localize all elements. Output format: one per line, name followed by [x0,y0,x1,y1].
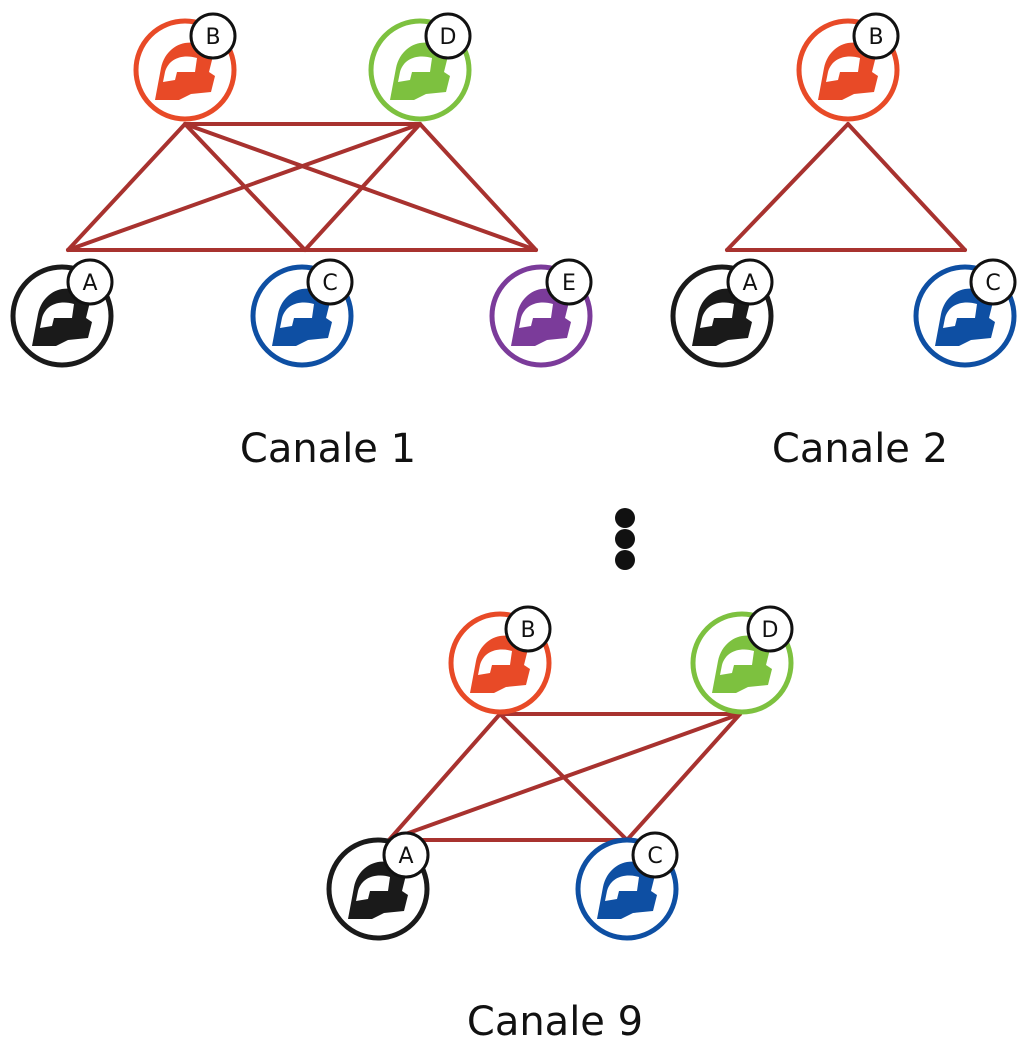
node-badge [852,12,900,60]
helmet-visor-icon [720,649,754,675]
ellipsis-dot [615,529,635,549]
node-badge [969,258,1017,306]
node-B: B [133,12,237,122]
link-B-C [846,122,967,252]
node-C: C [250,258,354,368]
node-badge [746,605,794,653]
node-letter: E [562,271,576,296]
node-badge [631,831,679,879]
node-A: A [670,258,774,368]
helmet-visor-icon [700,302,734,328]
link-C-B [498,712,629,842]
node-badge [66,258,114,306]
node-letter: B [520,618,535,643]
node-D: D [690,605,794,715]
link-C-B [183,122,307,252]
helmet-visor-icon [356,875,390,901]
link-E-B [183,122,538,252]
node-A: A [10,258,114,368]
node-badge [306,258,354,306]
node-C: C [575,831,679,941]
channel-1-label: Canale 1 [240,426,416,472]
node-letter: A [742,271,757,296]
node-badge [545,258,593,306]
node-C: C [913,258,1017,368]
link-E-D [418,122,538,252]
node-letter: B [868,25,883,50]
helmet-visor-icon [40,302,74,328]
node-badge [189,12,237,60]
channel-9-label: Canale 9 [467,999,643,1045]
ellipsis-dots [615,508,635,570]
node-badge [382,831,430,879]
node-letter: C [647,844,662,869]
node-B: B [448,605,552,715]
channel-2-label: Canale 2 [772,426,948,472]
helmet-visor-icon [826,56,860,82]
node-D: D [368,12,472,122]
node-badge [424,12,472,60]
node-letter: D [440,25,457,50]
node-letter: D [762,618,779,643]
link-A-B [725,122,850,252]
ellipsis-dot [615,550,635,570]
node-B: B [796,12,900,122]
helmet-visor-icon [519,302,553,328]
link-A-B [66,122,187,252]
link-A-B [387,712,502,842]
node-E: E [489,258,593,368]
ellipsis-dot [615,508,635,528]
node-letter: A [398,844,413,869]
helmet-visor-icon [605,875,639,901]
node-letter: C [985,271,1000,296]
link-C-D [625,712,742,842]
node-letter: C [322,271,337,296]
node-A: A [326,831,430,941]
helmet-visor-icon [163,56,197,82]
helmet-visor-icon [398,56,432,82]
helmet-visor-icon [478,649,512,675]
channel-2-links [725,122,967,252]
channel-3-links [387,712,742,842]
node-letter: B [205,25,220,50]
node-badge [726,258,774,306]
helmet-visor-icon [280,302,314,328]
node-letter: A [82,271,97,296]
channel-1-links [66,122,538,252]
node-badge [504,605,552,653]
helmet-visor-icon [943,302,977,328]
